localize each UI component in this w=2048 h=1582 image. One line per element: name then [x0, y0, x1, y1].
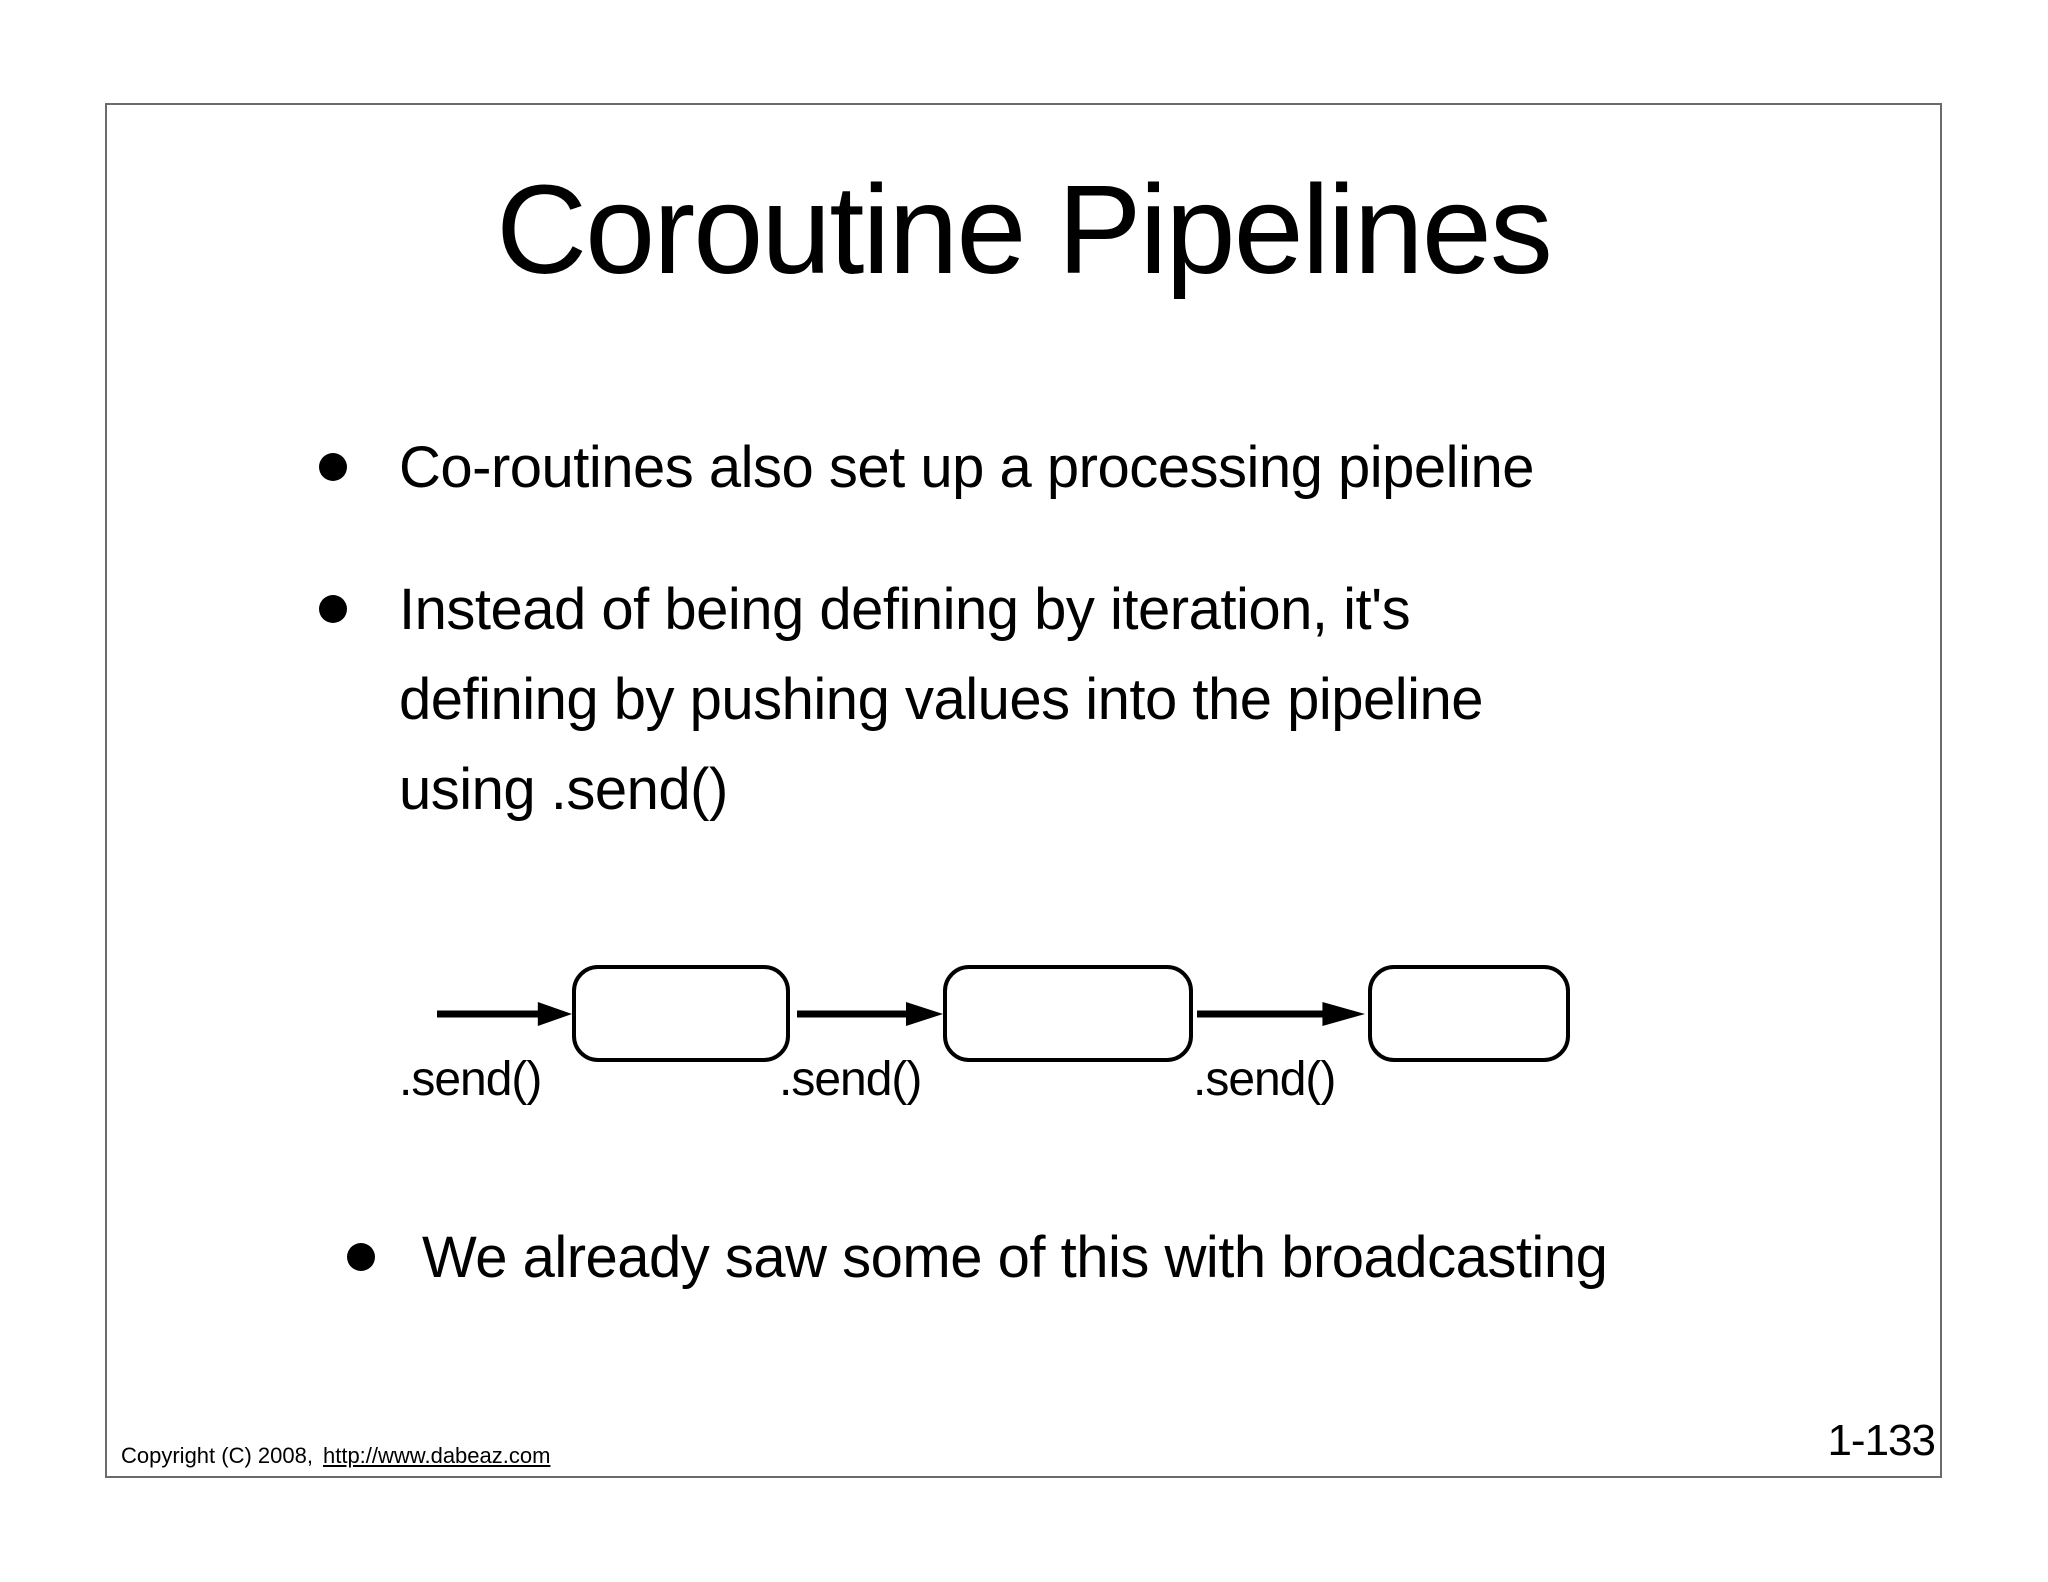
bullet-2-line-2: defining by pushing values into the pipe… [399, 667, 1484, 732]
bullet-2-line-1: Instead of being defining by iteration, … [399, 577, 1411, 642]
slide-frame: Coroutine Pipelines Co-routines also set… [105, 103, 1942, 1478]
bullet-item-3: We already saw some of this with broadca… [347, 1213, 1608, 1303]
pipeline-arrow-icon [1197, 1000, 1365, 1028]
bullet-3-text: We already saw some of this with broadca… [422, 1213, 1608, 1303]
bullet-2-text: Instead of being defining by iteration, … [399, 565, 1484, 835]
slide-title: Coroutine Pipelines [496, 159, 1553, 300]
send-label-1: .send() [399, 1053, 542, 1106]
bullet-dot-icon [319, 453, 347, 481]
dabeaz-url-link[interactable]: http://www.dabeaz.com [322, 1443, 551, 1468]
footer: Copyright (C) 2008, http://www.dabeaz.com [121, 1443, 550, 1469]
pipeline-stage-box-1 [572, 965, 790, 1062]
pipeline-diagram: .send() .send() .send() [107, 960, 1940, 1210]
bullet-3-line-1: We already saw some of this with broadca… [422, 1225, 1608, 1290]
pipeline-stage-box-3 [1368, 965, 1570, 1062]
bullet-dot-icon [319, 595, 347, 623]
pipeline-stage-box-2 [943, 965, 1193, 1062]
copyright-text: Copyright (C) 2008, [121, 1443, 313, 1468]
pipeline-arrow-icon [437, 1000, 572, 1028]
bullet-item-1: Co-routines also set up a processing pip… [319, 423, 1534, 513]
send-label-2: .send() [779, 1053, 922, 1106]
bullet-2-line-3: using .send() [399, 757, 728, 822]
bullet-dot-icon [347, 1243, 375, 1271]
send-label-3: .send() [1193, 1053, 1336, 1106]
pipeline-arrow-icon [797, 1000, 943, 1028]
bullet-1-line-1: Co-routines also set up a processing pip… [399, 435, 1534, 500]
bullet-item-2: Instead of being defining by iteration, … [319, 565, 1484, 835]
page-number: 1-133 [1827, 1416, 1936, 1465]
bullet-1-text: Co-routines also set up a processing pip… [399, 423, 1534, 513]
